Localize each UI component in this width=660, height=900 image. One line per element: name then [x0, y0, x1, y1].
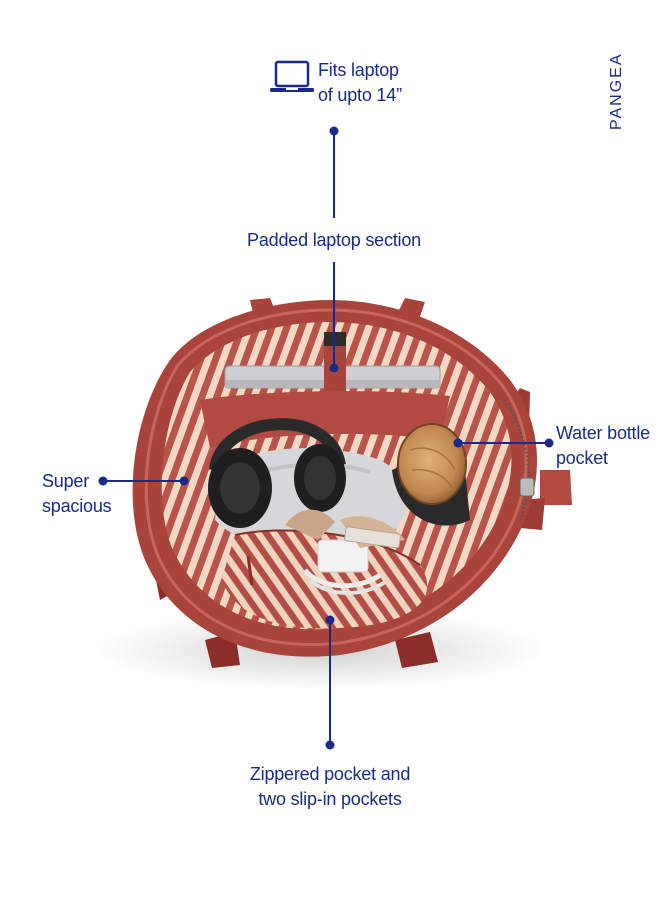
bag-rim: [144, 308, 528, 646]
callout-dots: [98, 126, 554, 750]
spacious-line2: spacious: [42, 496, 112, 516]
laptop-fit-line2: of upto 14”: [318, 85, 402, 105]
slip-in-pocket: [222, 530, 428, 629]
zipper-tab: [246, 555, 254, 586]
charger: [303, 539, 387, 595]
zipper: [504, 399, 530, 521]
wallet-items: [285, 509, 405, 549]
spacious-label: Super spacious: [42, 469, 132, 519]
padded-wall: [200, 391, 450, 448]
water-bottle-line1: Water bottle: [556, 423, 650, 443]
water-bottle-label: Water bottle pocket: [556, 421, 660, 471]
laptop-fit-label: Fits laptop of upto 14”: [318, 58, 458, 108]
headphones: [208, 418, 346, 528]
brand-logo: PANGEA: [608, 52, 625, 131]
callout-lines: [103, 131, 549, 745]
zippered-line2: two slip-in pockets: [258, 789, 402, 809]
laptop-icon: [270, 60, 314, 92]
zipper-pull: [519, 477, 535, 497]
zippered-pocket-label: Zippered pocket and two slip-in pockets: [200, 762, 460, 812]
laptop-fit-line1: Fits laptop: [318, 60, 399, 80]
zippered-line1: Zippered pocket and: [249, 764, 411, 784]
water-bottle: [392, 423, 470, 526]
spacious-line1: Super: [42, 471, 90, 491]
pocket-edge: [234, 529, 421, 566]
water-bottle-line2: pocket: [556, 448, 608, 468]
padded-section-label: Padded laptop section: [247, 230, 421, 250]
